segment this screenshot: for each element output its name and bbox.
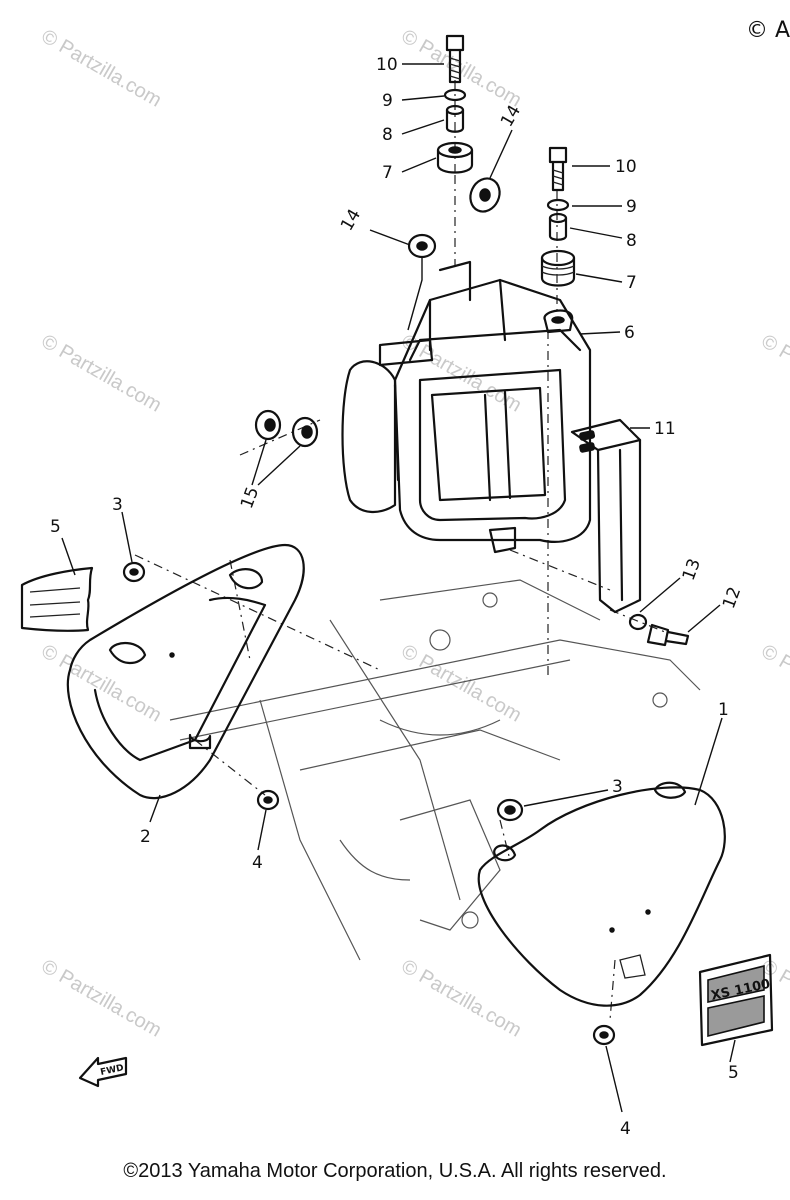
callout-14: 14 [497, 102, 525, 131]
forward-arrow-icon: FWD [78, 1056, 128, 1088]
grommet-7-lower [540, 249, 576, 287]
bolt-12 [646, 623, 690, 647]
watermark: © Partzilla.com [758, 640, 790, 726]
grommet-14-upper [469, 177, 501, 213]
callout-8: 8 [626, 231, 637, 251]
callout-4: 4 [620, 1119, 631, 1139]
bracket-11 [570, 418, 642, 614]
callout-5: 5 [50, 517, 61, 537]
callout-7: 7 [382, 163, 393, 183]
callout-4: 4 [252, 853, 263, 873]
fwd-label: FWD [100, 1063, 125, 1078]
grommet-3-right [496, 798, 524, 822]
watermark: © Partzilla.com [38, 955, 166, 1041]
grommet-14-lower [407, 233, 437, 259]
callout-2: 2 [140, 827, 151, 847]
callout-10: 10 [615, 157, 637, 177]
side-cover-2 [66, 543, 305, 800]
callout-8: 8 [382, 125, 393, 145]
callout-11: 11 [654, 419, 676, 439]
callout-9: 9 [626, 197, 637, 217]
watermark: © Partzilla.com [398, 955, 526, 1041]
bolt-10-upper [445, 34, 465, 84]
emblem-5-right: XS 1100 [698, 953, 774, 1047]
grommet-4-left [256, 789, 280, 811]
washer-13 [628, 613, 648, 631]
callout-3: 3 [112, 495, 123, 515]
callout-6: 6 [624, 323, 635, 343]
grommet-3-left [122, 561, 146, 583]
callout-12: 12 [719, 584, 745, 611]
watermarks: © Partzilla.com © Partzilla.com © Partzi… [38, 25, 790, 1041]
washer-9-upper [443, 88, 467, 102]
watermark: © Partzilla.com [398, 640, 526, 726]
callout-7: 7 [626, 273, 637, 293]
callout-10: 10 [376, 55, 398, 75]
watermark: © Partzilla.com [38, 25, 166, 111]
emblem-5-left [20, 566, 94, 632]
callout-15: 15 [237, 484, 263, 511]
grommet-15-pair [254, 409, 319, 448]
watermark: © Partzilla.com [38, 330, 166, 416]
callout-3: 3 [612, 777, 623, 797]
callout-14: 14 [337, 206, 365, 235]
copyright-footer: ©2013 Yamaha Motor Corporation, U.S.A. A… [123, 1160, 667, 1182]
assembly-lines [134, 80, 666, 1021]
grommet-4-right [592, 1024, 616, 1046]
motorcycle-frame [169, 579, 701, 961]
copyright-corner-mark: © A [745, 18, 790, 43]
collar-8-upper [445, 104, 465, 133]
callout-13: 13 [679, 556, 705, 583]
leader-lines [61, 63, 736, 1113]
collar-8-lower [548, 212, 568, 241]
grommet-7-upper [436, 141, 474, 174]
side-cover-1 [477, 781, 726, 1007]
callout-5: 5 [728, 1063, 739, 1083]
callout-1: 1 [718, 700, 729, 720]
washer-9-lower [546, 198, 570, 212]
watermark: © Partzilla.com [758, 330, 790, 416]
bolt-10-lower [548, 146, 568, 192]
callout-9: 9 [382, 91, 393, 111]
battery-box-6 [341, 260, 592, 554]
